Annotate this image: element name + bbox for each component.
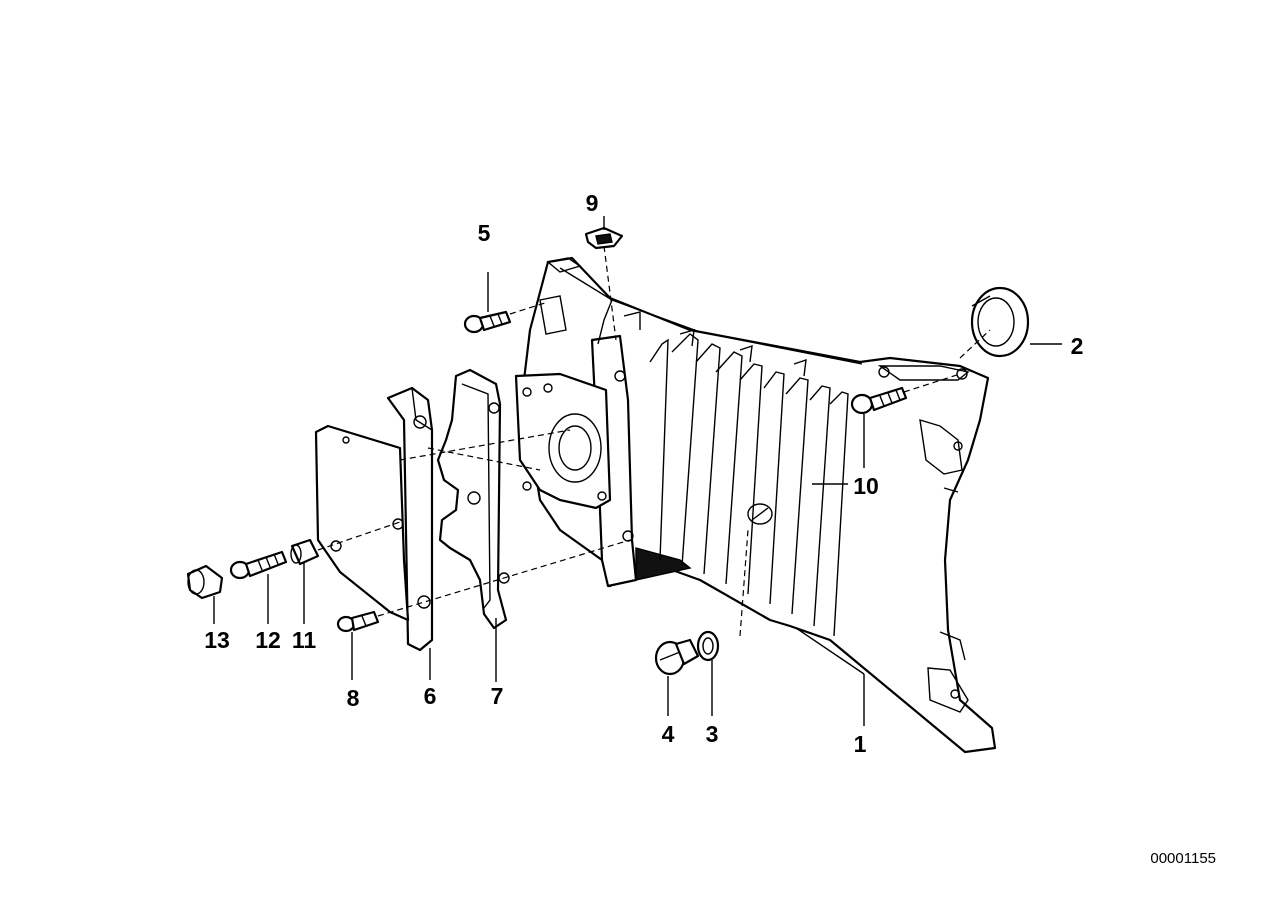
part-2-seal [970, 286, 1030, 358]
document-number: 00001155 [1150, 850, 1216, 867]
callout-3: 3 [706, 721, 719, 747]
part-8-bolt [336, 610, 380, 633]
part-3-washer [696, 630, 720, 662]
part-10-bolt [850, 386, 908, 415]
callout-2: 2 [1071, 333, 1084, 359]
callout-13: 13 [204, 627, 230, 653]
leader-lines [213, 216, 1062, 726]
callout-6: 6 [424, 683, 437, 709]
callout-5: 5 [478, 220, 491, 246]
callout-1: 1 [854, 731, 867, 757]
callout-8: 8 [347, 685, 360, 711]
part-5-bolt [463, 310, 512, 334]
callout-7: 7 [491, 683, 504, 709]
callout-10: 10 [853, 473, 879, 499]
part-6-cover [314, 386, 434, 652]
callout-labels: 1 2 3 4 5 6 7 8 9 10 11 12 13 [204, 190, 1083, 757]
part-9-bracket [584, 226, 624, 250]
part-1-housing [514, 256, 997, 754]
callout-12: 12 [255, 627, 281, 653]
part-12-screw [229, 550, 288, 580]
part-4-drain-plug [654, 638, 700, 676]
assembly-lines [317, 245, 991, 637]
callout-4: 4 [662, 721, 675, 747]
callout-11: 11 [292, 627, 317, 653]
callout-9: 9 [586, 190, 599, 216]
part-11-sleeve [290, 538, 320, 566]
part-7-gasket [436, 368, 510, 630]
part-13-cap [186, 564, 224, 600]
